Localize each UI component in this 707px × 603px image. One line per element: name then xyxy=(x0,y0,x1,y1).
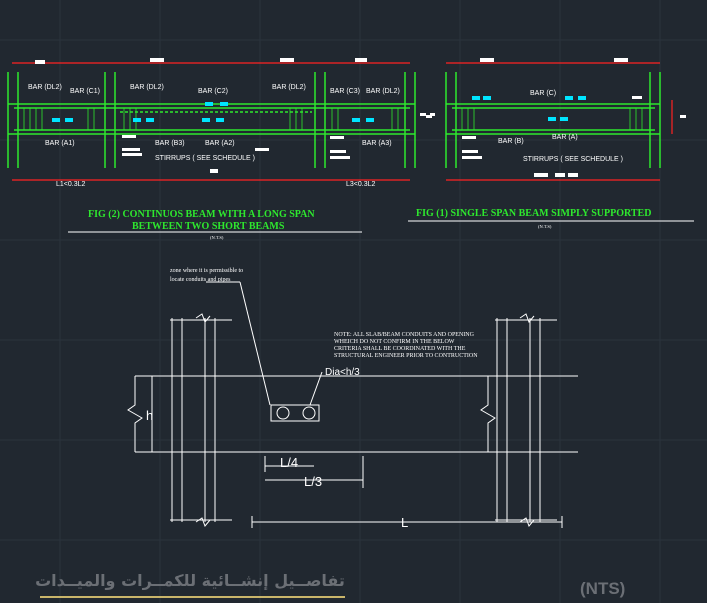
fig2-span-left: L1<0.3L2 xyxy=(56,181,85,188)
fig2-bar-label-a1: BAR (A1) xyxy=(45,140,75,147)
fig2-beam-elevation xyxy=(7,58,435,181)
footer: تفاصــيل إنشــائية للكمــرات والميــدات … xyxy=(35,571,625,598)
h-label: h xyxy=(146,408,153,423)
fig1-title: FIG (1) SINGLE SPAN BEAM SIMPLY SUPPORTE… xyxy=(416,208,651,219)
fig2-title-line2: BETWEEN TWO SHORT BEAMS xyxy=(132,221,285,232)
fig1-bar-label-a: BAR (A) xyxy=(552,134,578,141)
fig1-scale-note: (N.T.S) xyxy=(538,224,552,229)
fig2-stirrups-label: STIRRUPS ( SEE SCHEDULE ) xyxy=(155,155,255,162)
fig2-span-right: L3<0.3L2 xyxy=(346,181,375,188)
fig2-bar-label-a3: BAR (A3) xyxy=(362,140,392,147)
fig2-bar-label-dl2-left: BAR (DL2) xyxy=(28,84,62,91)
footer-nts: (NTS) xyxy=(580,579,625,598)
fig1-labels: BAR (C) BAR (B) BAR (A) STIRRUPS ( SEE S… xyxy=(408,90,694,229)
fig2-bar-label-c3: BAR (C3) xyxy=(330,88,360,95)
coordination-note-line3: CRITERIA SHALL BE COORDINATED WITH THE xyxy=(334,346,466,352)
fig2-bar-label-b3: BAR (B3) xyxy=(155,140,185,147)
fig2-bar-label-dl2-end: BAR (DL2) xyxy=(366,88,400,95)
l3-label: L/3 xyxy=(304,474,322,489)
fig2-bar-label-c2: BAR (C2) xyxy=(198,88,228,95)
dia-label: Dia<h/3 xyxy=(325,367,360,378)
fig1-beam-elevation xyxy=(426,58,686,181)
coordination-note-line2: WHEICH DO NOT CONFIRM IN THE BELOW xyxy=(334,339,455,345)
l4-label: L/4 xyxy=(280,455,298,470)
coordination-note-line1: NOTE: ALL SLAB/BEAM CONDUITS AND OPENING xyxy=(334,332,475,338)
opening-detail: zone where it is permissible to locate c… xyxy=(127,268,578,530)
fig2-bar-label-c1: BAR (C1) xyxy=(70,88,100,95)
fig1-bar-label-b: BAR (B) xyxy=(498,138,524,145)
fig1-bar-label-c: BAR (C) xyxy=(530,90,556,97)
arabic-drawing-title: تفاصــيل إنشــائية للكمــرات والميــدات xyxy=(35,571,345,590)
fig2-scale-note: (N.T.S) xyxy=(210,235,224,240)
fig2-bar-label-dl2-mid: BAR (DL2) xyxy=(130,84,164,91)
zone-note-line2: locate conduits and pipes xyxy=(170,277,231,283)
fig2-title-line1: FIG (2) CONTINUOS BEAM WITH A LONG SPAN xyxy=(88,209,315,220)
fig2-labels: BAR (DL2) BAR (C1) BAR (DL2) BAR (C2) BA… xyxy=(28,84,400,240)
coordination-note-line4: STRUCTURAL ENGINEER PRIOR TO CONTRUCTION xyxy=(334,353,478,359)
fig2-bar-label-a2: BAR (A2) xyxy=(205,140,235,147)
zone-note-line1: zone where it is permissible to xyxy=(170,268,243,274)
l-label: L xyxy=(401,515,408,530)
fig2-bar-label-dl2-right: BAR (DL2) xyxy=(272,84,306,91)
fig1-stirrups-label: STIRRUPS ( SEE SCHEDULE ) xyxy=(523,156,623,163)
